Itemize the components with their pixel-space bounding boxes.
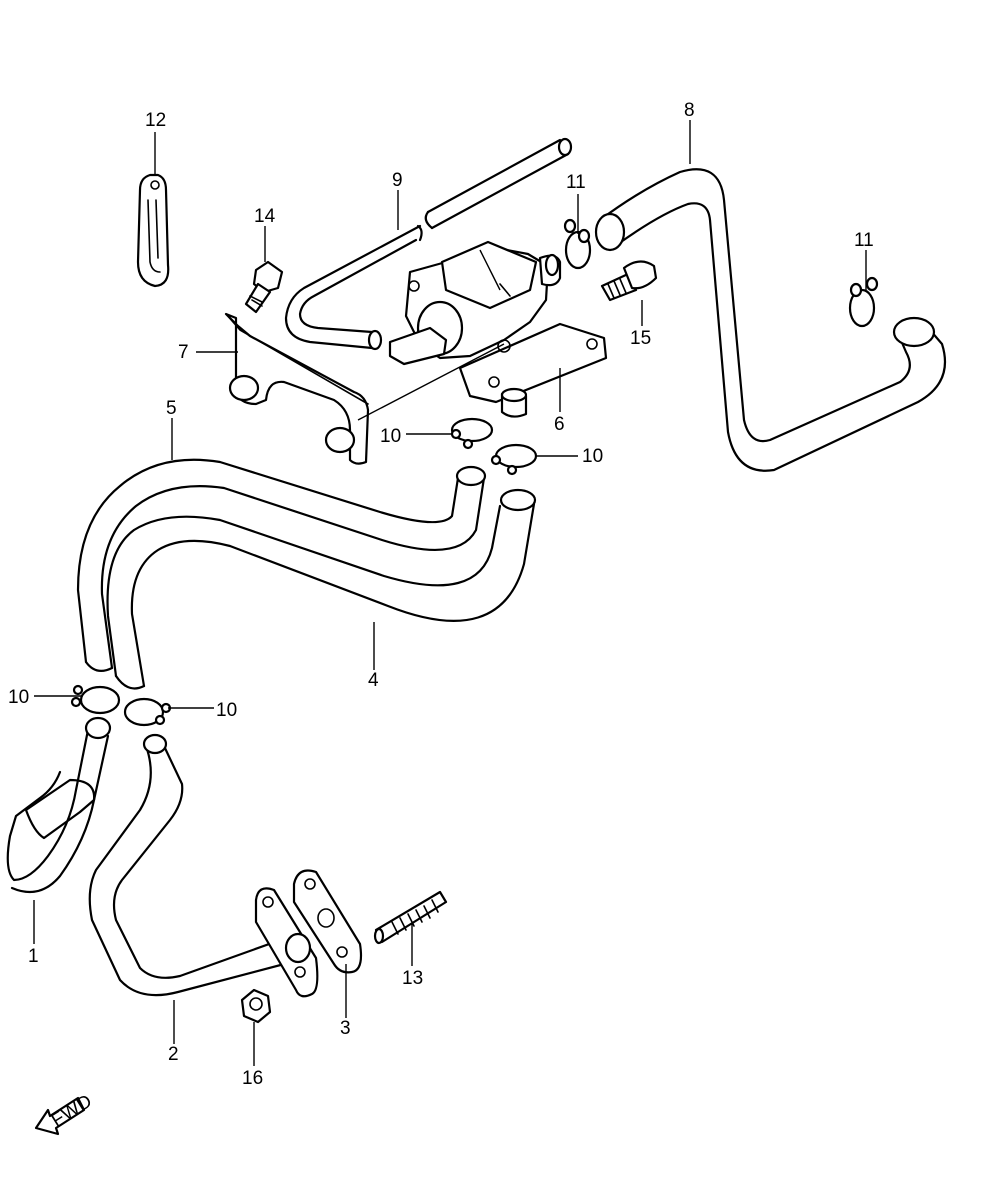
label-11b: 11 [854,230,874,251]
part-9-hose [284,137,573,351]
label-5: 5 [166,398,177,419]
label-9: 9 [392,170,403,191]
part-5-hose [76,458,487,673]
part-13-stud [373,890,448,945]
label-4: 4 [368,670,379,691]
label-8: 8 [684,100,695,121]
part-4-hose [106,488,537,690]
label-1: 1 [28,946,39,967]
part-7-bracket [224,312,370,465]
label-3: 3 [340,1018,351,1039]
label-11a: 11 [566,172,586,193]
part-10-oring-lower-left [70,684,121,715]
part-2-pipe [88,733,294,997]
label-7: 7 [178,342,189,363]
label-10c: 10 [8,687,29,708]
part-15-bolt [600,260,658,302]
label-13: 13 [402,968,423,989]
label-10b: 10 [582,446,603,467]
part-labels: 12 14 7 9 11 11 8 15 6 10 10 5 4 10 10 1… [8,100,874,1089]
part-16-nut [240,988,272,1024]
part-14-bolt [244,260,284,314]
part-10-oring-lower-right [123,697,172,727]
label-10a: 10 [380,426,401,447]
fwd-arrow-icon: FWD [34,1091,96,1136]
part-12-clip [136,173,170,288]
leader-lines [33,120,867,1066]
label-2: 2 [168,1044,179,1065]
fwd-label: FWD [48,1091,96,1132]
label-14: 14 [254,206,276,227]
label-16: 16 [242,1068,263,1089]
part-6-valve [388,240,608,418]
part-10-oring-upper-right [490,443,538,476]
label-15: 15 [630,328,651,349]
part-11b-clamp [848,276,879,328]
label-6: 6 [554,414,565,435]
part-1-pipe [6,716,112,894]
label-10d: 10 [216,700,237,721]
part-8-hose [594,168,947,472]
part-10-oring-upper-left [450,417,494,450]
label-12: 12 [145,110,166,131]
part-3-flange [254,869,363,998]
